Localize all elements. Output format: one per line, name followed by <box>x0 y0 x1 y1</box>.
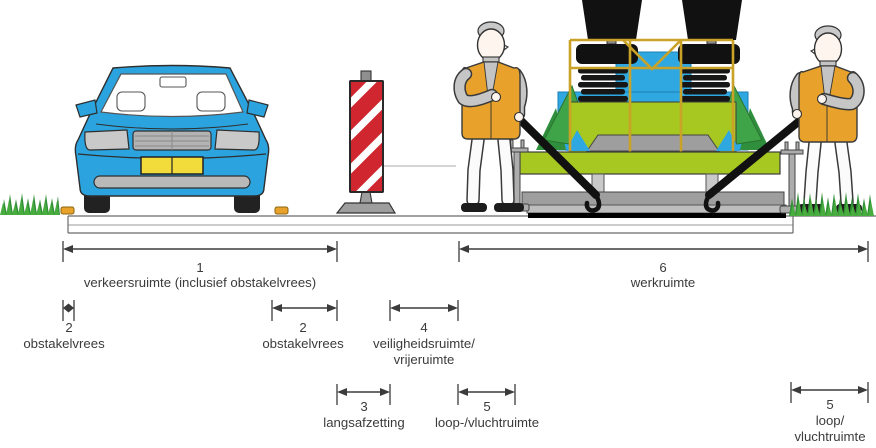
paver-seat-left <box>576 44 638 64</box>
car-headlight-right <box>214 129 260 151</box>
worker-right-head <box>813 32 843 66</box>
paver-seatback-left <box>582 0 642 40</box>
dimension-5-left-number: 5 <box>483 399 490 414</box>
dimension-2-left: 2 obstakelvrees <box>23 300 105 351</box>
paver-screed-lower <box>526 204 787 214</box>
dimension-6-number: 6 <box>659 260 666 275</box>
worker-left-hand-upper <box>490 91 502 103</box>
traffic-delineator-post <box>335 70 397 214</box>
car-headrest-right <box>196 91 226 112</box>
worker-left-hand-lower <box>513 111 525 123</box>
dimension-2-left-label: obstakelvrees <box>23 336 105 351</box>
worker-right <box>789 25 865 213</box>
asphalt-paver <box>504 0 805 218</box>
dimension-5-left: 5 loop-/vluchtruimte <box>435 384 539 430</box>
paver-screed-upper <box>521 191 785 206</box>
worker-left <box>453 21 528 212</box>
worker-right-hand-lower <box>791 108 803 120</box>
dimension-5-right-number: 5 <box>826 397 833 412</box>
car-headrest-left <box>116 91 146 112</box>
paver-bellows-left <box>578 68 628 102</box>
dimension-2-right-number: 2 <box>299 320 306 335</box>
dimension-3-label: langsafzetting <box>323 415 404 430</box>
delineator-stripes <box>350 81 383 192</box>
dimension-6-label: werkruimte <box>630 275 695 290</box>
paver-hopper-floor <box>586 134 720 152</box>
worker-right-hand-upper <box>816 93 828 105</box>
delineator-base <box>335 202 397 214</box>
car-mirror-left <box>75 99 98 118</box>
dimension-2-right-label: obstakelvrees <box>262 336 344 351</box>
dimension-4: 4 veiligheidsruimte/ vrijeruimte <box>373 300 475 367</box>
dimension-4-label-line2: vrijeruimte <box>394 352 455 367</box>
dimension-5-left-label: loop-/vluchtruimte <box>435 415 539 430</box>
dimension-2-right: 2 obstakelvrees <box>262 300 344 351</box>
dimension-2-left-number: 2 <box>65 320 72 335</box>
paver-seat-right <box>678 44 740 64</box>
worker-left-shoe-back <box>461 203 487 212</box>
grass-left <box>0 193 60 215</box>
dimension-1: 1 verkeersruimte (inclusief obstakelvree… <box>62 241 338 290</box>
paver-seatback-right <box>682 0 742 40</box>
dimension-6: 6 werkruimte <box>458 241 869 290</box>
dimension-5-right-label-line1: loop/ <box>816 413 845 428</box>
grass-right <box>789 192 874 216</box>
dimension-1-label: verkeersruimte (inclusief obstakelvrees) <box>84 275 316 290</box>
paver-railing <box>568 38 735 152</box>
paver-bellows-right <box>680 68 730 102</box>
dimension-3: 3 langsafzetting <box>323 384 405 430</box>
dimension-5-right: 5 loop/ vluchtruimte <box>790 382 869 444</box>
worker-left-head <box>476 28 506 62</box>
dimension-4-number: 4 <box>420 320 427 335</box>
fresh-asphalt-strip <box>528 213 786 218</box>
car-hood-crease <box>95 123 249 130</box>
curb-marker-right <box>274 206 289 215</box>
passenger-car <box>74 64 270 213</box>
car-mirror-right <box>246 99 269 118</box>
worker-left-shoe-front <box>494 203 524 212</box>
dimension-1-number: 1 <box>196 260 203 275</box>
dimension-4-label-line1: veiligheidsruimte/ <box>373 336 475 351</box>
dimension-3-number: 3 <box>360 399 367 414</box>
dimension-5-right-label-line2: vluchtruimte <box>794 429 865 444</box>
curb-marker-left <box>60 206 75 215</box>
car-bumper-strip <box>93 175 251 189</box>
car-headlight-left <box>84 129 130 151</box>
car-rearview-mirror <box>159 76 187 88</box>
delineator-foot <box>359 191 373 204</box>
